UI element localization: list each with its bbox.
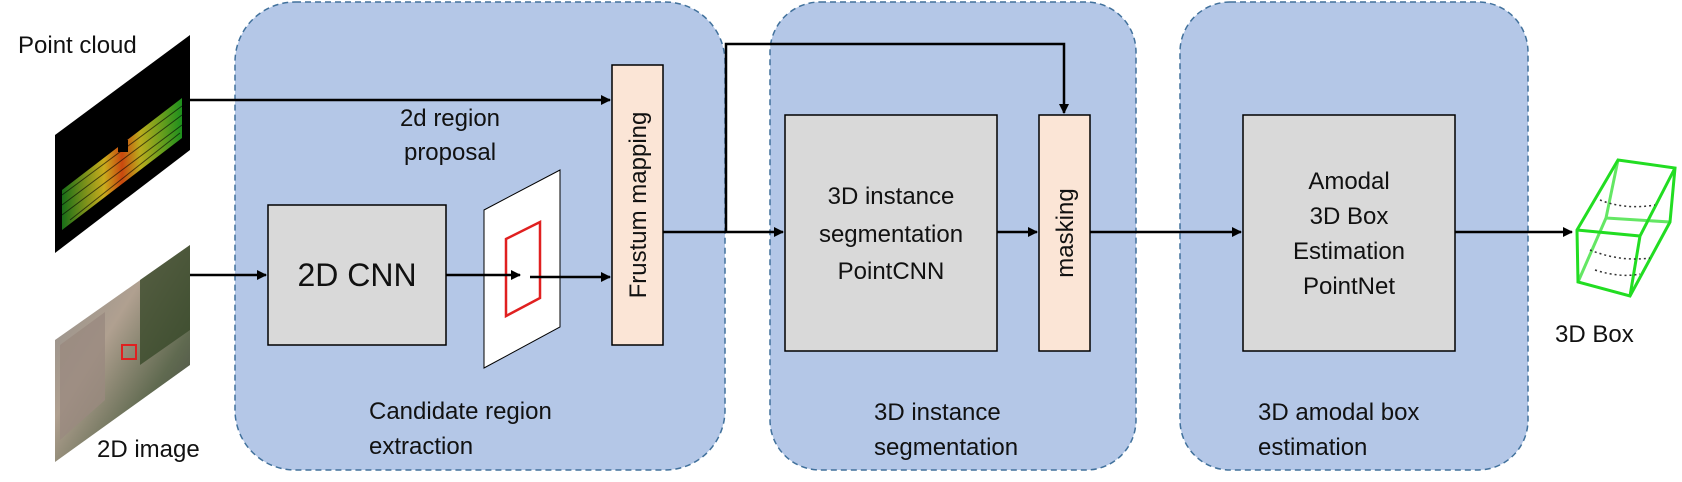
stage-amodal-title-line1: 3D amodal box (1258, 399, 1419, 426)
output-label: 3D Box (1555, 321, 1634, 348)
box-label-line3: Estimation (1293, 238, 1405, 265)
seg-label-line2: segmentation (819, 221, 963, 248)
frustum-mapping-label: Frustum mapping (625, 112, 652, 299)
stage-candidate-region (234, 1, 726, 471)
seg-label-line3: PointCNN (838, 258, 945, 285)
cnn-label: 2D CNN (297, 257, 416, 293)
point-cloud-image (55, 35, 190, 253)
point-cloud-label: Point cloud (18, 32, 137, 59)
stage-instance-title-line2: segmentation (874, 434, 1018, 461)
connectors (190, 42, 1573, 282)
seg-label-line1: 3D instance (828, 183, 955, 210)
stage-candidate-title-line2: extraction (369, 433, 473, 460)
stage-instance-title-line1: 3D instance (874, 399, 1001, 426)
camera-image (55, 245, 190, 462)
region-proposal-icon (483, 169, 561, 369)
stage-amodal-title-line2: estimation (1258, 434, 1367, 461)
instance-segmentation-block (784, 114, 998, 352)
box-label-line1: Amodal (1308, 168, 1389, 195)
cnn-block (267, 204, 447, 346)
output-3d-box-icon (1575, 158, 1677, 298)
arrow-frustum-to-masking (724, 42, 1069, 232)
masking-label: masking (1052, 188, 1079, 277)
region-proposal-label-line2: proposal (404, 139, 496, 166)
masking-block (1038, 114, 1091, 352)
amodal-box-block (1242, 114, 1456, 352)
box-label-line4: PointNet (1303, 273, 1395, 300)
stage-candidate-title-line1: Candidate region (369, 398, 552, 425)
region-proposal-label-line1: 2d region (400, 105, 500, 132)
frustum-mapping-block (611, 64, 664, 346)
image-label: 2D image (97, 436, 200, 463)
box-label-line2: 3D Box (1310, 203, 1389, 230)
